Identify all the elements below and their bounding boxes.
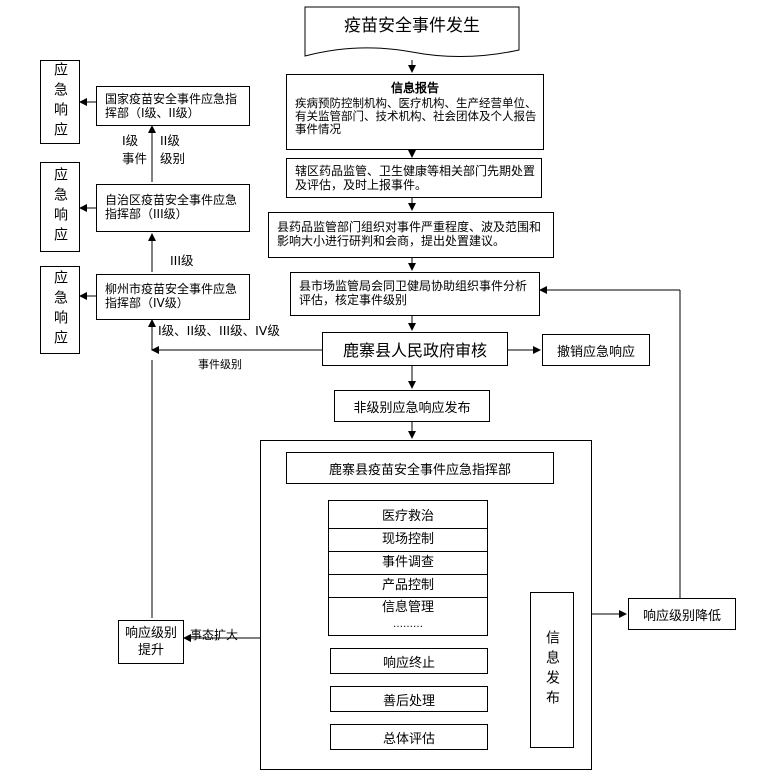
government-review-box: 鹿寨县人民政府审核 — [322, 332, 508, 366]
label-expand: 事态扩大 — [190, 628, 239, 642]
terminate-box: 响应终止 — [330, 648, 488, 674]
label-event-level: 事件级别 — [198, 358, 242, 371]
research-box: 县药品监管部门组织对事件严重程度、波及范围和影响大小进行研判和会商，提出处置建议… — [268, 212, 554, 258]
label-ii-level: II级级别 — [160, 133, 186, 166]
response-box-national: 应急响应 — [40, 60, 80, 144]
national-command-text: 国家疫苗安全事件应急指挥部（I级、II级） — [105, 92, 238, 120]
task-info: 信息管理 — [381, 600, 434, 615]
task-scene: 现场控制 — [328, 529, 488, 552]
aftercare-box: 善后处理 — [330, 686, 488, 712]
task-product: 产品控制 — [328, 575, 488, 598]
label-iii: III级 — [170, 253, 194, 268]
info-release-box: 信息发布 — [530, 592, 574, 748]
national-command-box: 国家疫苗安全事件应急指挥部（I级、II级） — [96, 86, 250, 126]
report-title: 信息报告 — [390, 81, 439, 95]
release-box: 非级别应急响应发布 — [334, 390, 490, 422]
task-ellipsis: ……… — [393, 619, 423, 630]
market-bureau-text: 县市场监管局会同卫健局协助组织事件分析评估，核定事件级别 — [299, 279, 528, 307]
city-command-box: 柳州市疫苗安全事件应急指挥部（IV级） — [96, 274, 250, 320]
task-stack — [328, 500, 488, 636]
district-text: 辖区药品监管、卫生健康等相关部门先期处置及评估，及时上报事件。 — [295, 164, 536, 192]
region-command-box: 自治区疫苗安全事件应急指挥部（III级） — [96, 184, 250, 232]
evaluation-box: 总体评估 — [330, 724, 488, 750]
county-hq-box: 鹿寨县疫苗安全事件应急指挥部 — [286, 452, 554, 484]
district-box: 辖区药品监管、卫生健康等相关部门先期处置及评估，及时上报事件。 — [286, 158, 542, 198]
task-medical: 医疗救治 — [328, 506, 488, 529]
response-box-region: 应急响应 — [40, 162, 80, 252]
start-shape — [304, 6, 520, 58]
upgrade-box: 响应级别提升 — [118, 620, 184, 664]
revoke-box: 撤销应急响应 — [542, 334, 650, 366]
label-i-event: I级事件 — [122, 133, 148, 166]
city-command-text: 柳州市疫苗安全事件应急指挥部（IV级） — [105, 282, 238, 310]
response-box-city: 应急响应 — [40, 266, 80, 354]
start-title: 疫苗安全事件发生 — [344, 16, 480, 36]
label-all-levels: I级、II级、III级、IV级 — [158, 323, 280, 338]
report-body: 疾病预防控制机构、医疗机构、生产经营单位、有关监管部门、技术机构、社会团体及个人… — [295, 96, 537, 136]
market-bureau-box: 县市场监管局会同卫健局协助组织事件分析评估，核定事件级别 — [290, 272, 540, 316]
downgrade-box: 响应级别降低 — [628, 598, 736, 630]
report-box: 信息报告 疾病预防控制机构、医疗机构、生产经营单位、有关监管部门、技术机构、社会… — [286, 74, 544, 150]
task-investigation: 事件调查 — [328, 552, 488, 575]
research-text: 县药品监管部门组织对事件严重程度、波及范围和影响大小进行研判和会商，提出处置建议… — [277, 220, 542, 248]
region-command-text: 自治区疫苗安全事件应急指挥部（III级） — [105, 193, 238, 221]
